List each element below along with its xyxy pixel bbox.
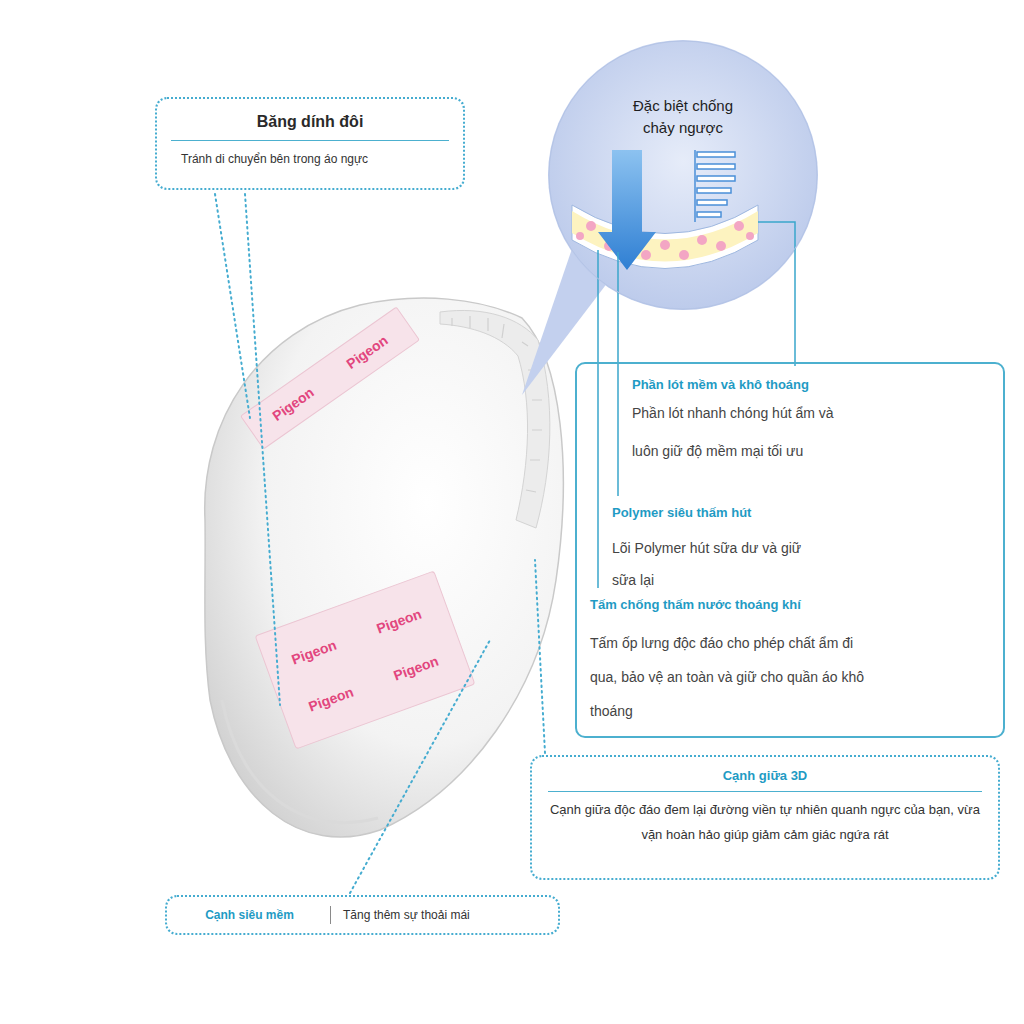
leader-line [597,250,599,588]
absorb-bars [695,150,735,222]
callout-heading: Cạnh giữa 3D [548,767,982,792]
leader-line [215,194,250,418]
polymer-dots [576,221,754,260]
brand-mark: Pigeon [374,606,423,637]
callout-heading: Tấm chống thấm nước thoáng khí [590,596,801,614]
callout-box: Băng dính đôiTránh di chuyển bên trong á… [155,97,465,190]
callout-box: Phần lót mềm và khô thoángPhần lót nhanh… [575,362,1005,738]
leader-line [617,252,619,496]
callout-heading: Polymer siêu thấm hút [612,504,751,522]
leader-line [245,194,280,705]
callout-text: Cạnh giữa độc đáo đem lại đường viền tự … [548,797,982,847]
breast-pad [205,298,564,837]
pad-inner-rim [440,310,550,528]
layer-backsheet [572,205,758,269]
leader-line [350,640,490,893]
callout-heading: Cạnh siêu mềm [181,906,331,924]
callout-heading: Phần lót mềm và khô thoáng [632,376,809,394]
cross-section [572,150,758,270]
flow-arrow [598,150,656,270]
circle-outline [549,41,817,309]
adhesive-tape [241,307,420,449]
zoom-circle: Đặc biệt chống chảy ngược [548,40,818,310]
callout-text: Tăng thêm sự thoải mái [331,906,470,924]
callout-text: Tấm ốp lưng độc đáo cho phép chất ẩm đi … [590,626,880,728]
callout-text: Phần lót nhanh chóng hút ẩm và luôn giữ … [632,394,862,470]
zoom-bubble [522,40,818,395]
callout-box: Cạnh siêu mềmTăng thêm sự thoải mái [165,895,560,935]
brand-mark: Pigeon [306,684,355,715]
brand-mark: Pigeon [391,653,440,684]
bubble-fill [548,40,818,310]
callout-text: Tránh di chuyển bên trong áo ngực [171,150,449,168]
brand-mark: Pigeon [289,637,338,668]
adhesive-tape [255,571,475,749]
leader-line [758,222,795,366]
callout-leaders [215,194,545,893]
pad-body [205,298,564,837]
brand-mark: Pigeon [269,384,316,424]
pad-quilting [452,316,542,492]
layer-polymer [572,211,758,262]
leader-line [535,560,545,753]
bubble-title: Đặc biệt chống chảy ngược [618,95,748,139]
circle-outline [548,40,818,310]
callout-text: Lõi Polymer hút sữa dư và giữ sữa lại [612,532,822,596]
callout-box: Cạnh giữa 3D Cạnh giữa độc đáo đem lại đư… [530,755,1000,880]
callout-heading: Băng dính đôi [171,111,449,141]
brand-mark: Pigeon [343,332,390,372]
